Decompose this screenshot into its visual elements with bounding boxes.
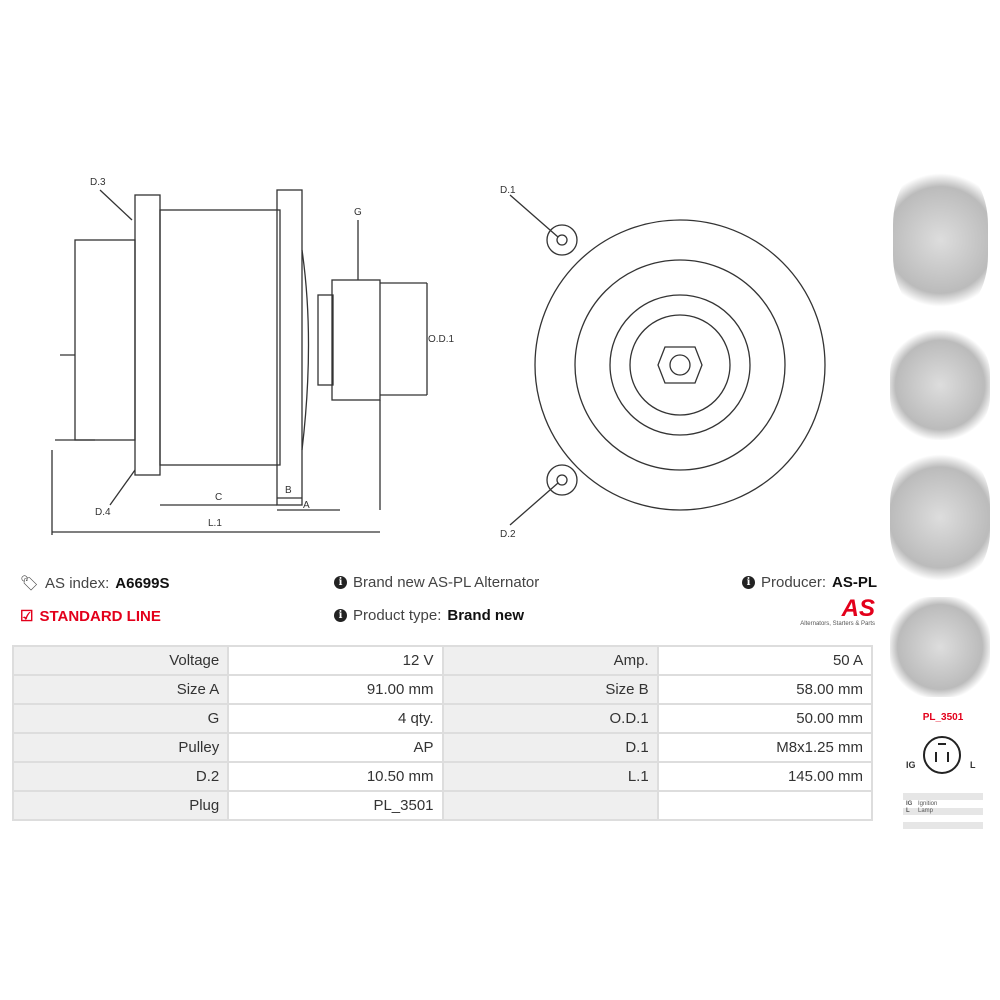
producer: i Producer: AS-PL bbox=[742, 574, 877, 591]
spec-label: Pulley bbox=[11, 732, 230, 763]
spec-label: L.1 bbox=[441, 761, 659, 792]
side-view-diagram: D.3 G O.D.1 D.4 C B A L.1 bbox=[51, 177, 455, 535]
as-pl-logo: AS Alternators, Starters & Parts bbox=[780, 595, 875, 628]
spec-label: Amp. bbox=[441, 645, 659, 676]
spec-value: 12 V bbox=[227, 645, 444, 676]
spec-label: D.2 bbox=[11, 761, 230, 792]
plug-connector-icon bbox=[923, 736, 961, 774]
label-od1: O.D.1 bbox=[428, 334, 455, 345]
spec-value: 50.00 mm bbox=[656, 703, 874, 734]
spec-label: Size A bbox=[11, 674, 230, 705]
label-c: C bbox=[215, 492, 222, 503]
logo-tagline: Alternators, Starters & Parts bbox=[800, 621, 875, 627]
spec-value: 10.50 mm bbox=[227, 761, 444, 792]
spec-value: 145.00 mm bbox=[656, 761, 874, 792]
label-a: A bbox=[303, 500, 310, 511]
type-value: Brand new bbox=[447, 607, 525, 624]
index-value: A6699S bbox=[115, 574, 170, 592]
description: i Brand new AS-PL Alternator bbox=[334, 574, 539, 591]
spec-label: D.1 bbox=[441, 732, 659, 763]
plug-pin-ig: IG bbox=[906, 760, 916, 770]
standard-line-label: STANDARD LINE bbox=[39, 607, 161, 625]
spec-value: AP bbox=[227, 732, 444, 763]
plug-pin-l: L bbox=[970, 760, 976, 770]
info-icon: i bbox=[742, 576, 755, 589]
description-text: Brand new AS-PL Alternator bbox=[353, 574, 540, 591]
checkbox-icon: ☑ bbox=[20, 608, 34, 625]
product-type: i Product type: Brand new bbox=[334, 607, 524, 624]
legend-footer bbox=[903, 822, 983, 829]
index-label: AS index: bbox=[45, 574, 110, 592]
spec-value: M8x1.25 mm bbox=[656, 732, 874, 763]
label-b: B bbox=[285, 485, 292, 496]
spec-value: 4 qty. bbox=[227, 703, 444, 734]
spec-value bbox=[656, 790, 874, 821]
front-view-diagram: D.1 D.2 bbox=[500, 185, 826, 540]
product-photo-side[interactable] bbox=[890, 330, 990, 440]
as-index: 🏷 AS index: A6699S bbox=[20, 574, 170, 593]
info-icon: i bbox=[334, 576, 347, 589]
type-label: Product type: bbox=[353, 607, 442, 624]
spec-label: O.D.1 bbox=[441, 703, 659, 734]
label-d3: D.3 bbox=[90, 177, 106, 188]
spec-label: Voltage bbox=[11, 645, 230, 676]
spec-value: 91.00 mm bbox=[227, 674, 444, 705]
standard-line: ☑ STANDARD LINE bbox=[20, 607, 161, 626]
spec-label: G bbox=[11, 703, 230, 734]
spec-label: Plug bbox=[11, 790, 230, 821]
producer-value: AS-PL bbox=[832, 574, 878, 591]
legend-header bbox=[903, 793, 983, 800]
spec-label bbox=[441, 790, 659, 821]
plug-name: PL_3501 bbox=[922, 712, 964, 723]
producer-label: Producer: bbox=[761, 574, 827, 591]
info-icon: i bbox=[334, 609, 347, 622]
product-photo-rear[interactable] bbox=[890, 450, 990, 585]
product-photo-front[interactable] bbox=[893, 165, 988, 315]
label-d2: D.2 bbox=[500, 529, 516, 540]
product-photo-angle[interactable] bbox=[890, 597, 990, 697]
label-d4: D.4 bbox=[95, 507, 111, 518]
spec-value: 58.00 mm bbox=[656, 674, 874, 705]
label-g: G bbox=[354, 207, 362, 218]
label-d1: D.1 bbox=[500, 185, 516, 196]
label-l1: L.1 bbox=[208, 518, 222, 529]
spec-label: Size B bbox=[441, 674, 659, 705]
tag-icon: 🏷 bbox=[20, 575, 40, 592]
logo-text: AS bbox=[841, 595, 875, 622]
spec-value: PL_3501 bbox=[227, 790, 444, 821]
spec-value: 50 A bbox=[656, 645, 874, 676]
